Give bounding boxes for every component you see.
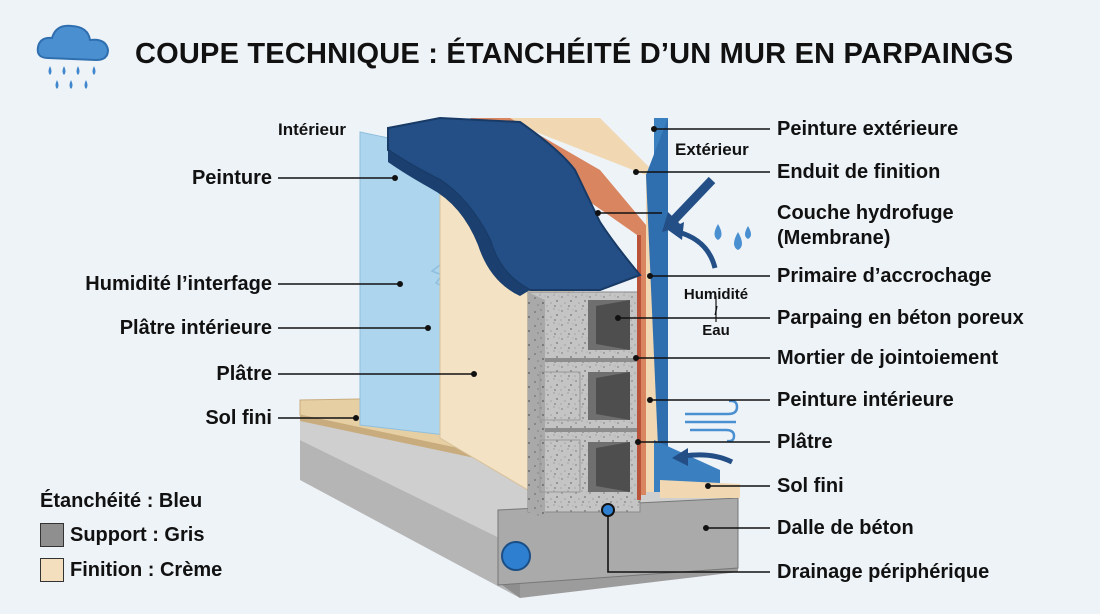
- label-parpaing-beton: Parpaing en béton poreux: [777, 307, 1024, 329]
- legend-title-text: Étanchéité : Bleu: [40, 489, 203, 512]
- label-platre-interieure: Plâtre intérieure: [119, 317, 272, 339]
- left-leader-lines: [278, 177, 474, 419]
- left-leader-dots: [353, 175, 477, 421]
- right-leader-lines: [598, 128, 770, 573]
- label-platre-left: Plâtre: [216, 363, 272, 385]
- label-mortier-jointoiement: Mortier de jointoiement: [777, 347, 999, 369]
- legend-swatch-cream: [40, 558, 64, 582]
- label-primaire-accrochage: Primaire d’accrochage: [777, 265, 992, 287]
- water-drops-icon: [714, 224, 751, 250]
- legend-title: Étanchéité : Bleu: [40, 488, 202, 514]
- legend-label-finition: Finition : Crème: [70, 558, 223, 581]
- moisture-separator: /: [714, 304, 718, 318]
- label-humidite-interfage: Humidité l’interfage: [85, 273, 272, 295]
- label-drainage-peripherique: Drainage périphérique: [777, 561, 990, 583]
- page-title: COUPE TECHNIQUE : ÉTANCHÉITÉ D’UN MUR EN…: [135, 38, 1014, 70]
- legend-swatch-grey: [40, 523, 64, 547]
- primer-layer: [637, 235, 641, 500]
- drain-pipe: [501, 541, 531, 571]
- legend-label-support: Support : Gris: [70, 523, 205, 546]
- label-membrane: (Membrane): [777, 227, 891, 249]
- rain-cloud-icon: [36, 24, 110, 89]
- moisture-label: Humidité: [683, 286, 749, 303]
- label-sol-fini-right: Sol fini: [777, 475, 844, 497]
- water-penetration-arrows: [662, 176, 734, 466]
- interior-side-label: Intérieur: [278, 120, 347, 139]
- legend-item-support: Support : Gris: [40, 522, 204, 548]
- label-peinture: Peinture: [191, 167, 272, 189]
- label-enduit-finition: Enduit de finition: [777, 161, 941, 183]
- drain-marker-icon: [601, 503, 615, 517]
- concrete-block-wall: [527, 291, 641, 518]
- right-leader-dots: [595, 126, 711, 531]
- label-sol-fini-left: Sol fini: [205, 407, 272, 429]
- exterior-side-label: Extérieur: [675, 140, 749, 159]
- label-dalle-beton: Dalle de béton: [777, 517, 914, 539]
- label-peinture-interieure: Peinture intérieure: [777, 389, 954, 411]
- slab-front-face: [497, 497, 739, 586]
- label-peinture-exterieure: Peinture extérieure: [777, 118, 959, 140]
- water-label: Eau: [702, 322, 730, 339]
- label-couche-hydrofuge: Couche hydrofuge: [777, 202, 954, 224]
- label-platre-right: Plâtre: [777, 431, 833, 453]
- wind-icon: [685, 399, 739, 443]
- legend-item-finition: Finition : Crème: [40, 557, 222, 583]
